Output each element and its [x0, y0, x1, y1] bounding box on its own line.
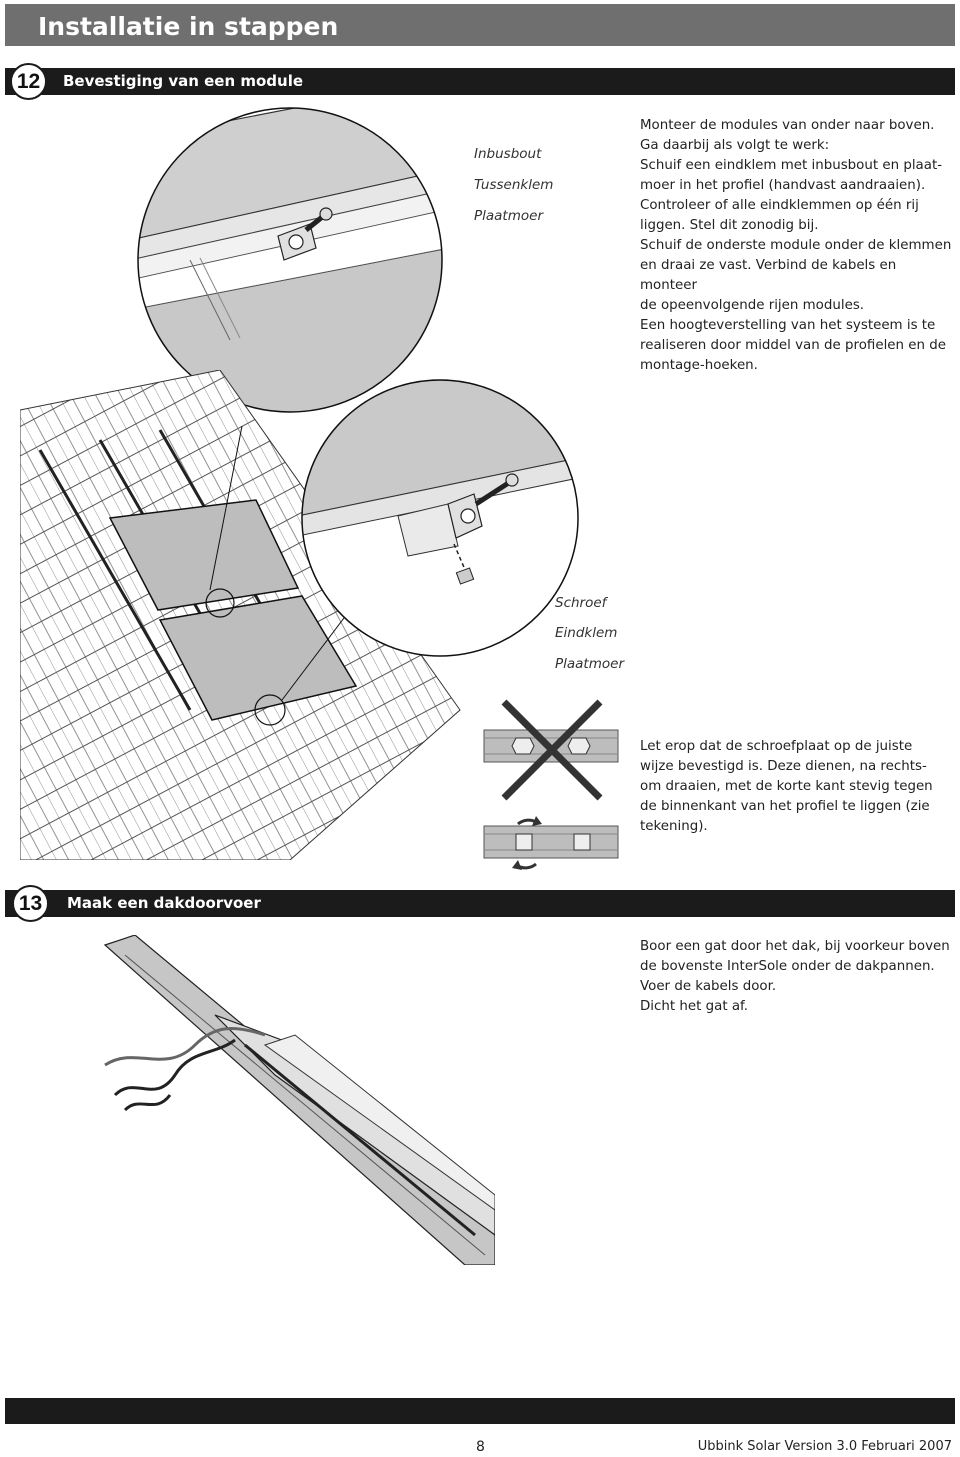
- instruction-line: Controleer of alle eindklemmen op één ri…: [640, 198, 919, 213]
- instruction-line: de opeenvolgende rijen modules.: [640, 298, 865, 313]
- step-13-title: Maak een dakdoorvoer: [67, 894, 261, 912]
- callout-eindklem: Eindklem: [555, 625, 618, 641]
- instruction-line: Een hoogteverstelling van het systeem is…: [640, 318, 936, 333]
- step-12-title: Bevestiging van een module: [63, 72, 304, 90]
- instruction-line: realiseren door middel van de profielen …: [640, 338, 946, 353]
- clamp-detail-illustration: [137, 107, 443, 413]
- instruction-line: moer in het profiel (handvast aandraaien…: [640, 178, 926, 193]
- note-line: de binnenkant van het profiel te liggen …: [640, 799, 930, 814]
- callout-inbusbout: Inbusbout: [474, 146, 542, 162]
- page-title: Installatie in stappen: [38, 12, 339, 41]
- note-line: tekening).: [640, 819, 708, 834]
- footer-text: Ubbink Solar Version 3.0 Februari 2007: [697, 1439, 952, 1454]
- plate-orientation-illustration: [483, 699, 619, 870]
- instruction-line: Dicht het gat af.: [640, 999, 749, 1014]
- instruction-line: montage-hoeken.: [640, 358, 758, 373]
- page-number: 8: [476, 1439, 485, 1455]
- bottom-bar: [5, 1398, 955, 1424]
- page-header: Installatie in stappen: [5, 4, 955, 46]
- instruction-line: Boor een gat door het dak, bij voorkeur …: [640, 939, 950, 954]
- step-13-number: 13: [12, 885, 49, 922]
- note-line: wijze bevestigd is. Deze dienen, na rech…: [640, 759, 927, 774]
- callout-plaatmoer-top: Plaatmoer: [474, 208, 543, 224]
- end-clamp-detail-illustration: [301, 379, 579, 657]
- step-12-note: Let erop dat de schroefplaat op de juist…: [640, 737, 955, 837]
- instruction-line: liggen. Stel dit zonodig bij.: [640, 218, 819, 233]
- step-13-instructions: Boor een gat door het dak, bij voorkeur …: [640, 937, 955, 1017]
- instruction-line: en draai ze vast. Verbind de kabels en m…: [640, 258, 897, 293]
- callout-plaatmoer-bottom: Plaatmoer: [555, 656, 624, 672]
- callout-schroef: Schroef: [555, 595, 607, 611]
- step-12-number: 12: [10, 63, 47, 100]
- step-12-header: Bevestiging van een module: [5, 68, 955, 95]
- step-12-instructions: Monteer de modules van onder naar boven.…: [640, 116, 955, 376]
- instruction-line: Voer de kabels door.: [640, 979, 777, 994]
- instruction-line: Ga daarbij als volgt te werk:: [640, 138, 830, 153]
- instruction-line: Schuif een eindklem met inbusbout en pla…: [640, 158, 943, 173]
- instruction-line: de bovenste InterSole onder de dakpannen…: [640, 959, 935, 974]
- roof-penetration-illustration: [103, 935, 495, 1265]
- note-line: Let erop dat de schroefplaat op de juist…: [640, 739, 913, 754]
- note-line: om draaien, met de korte kant stevig teg…: [640, 779, 933, 794]
- step-13-header: Maak een dakdoorvoer: [5, 890, 955, 917]
- instruction-line: Schuif de onderste module onder de klemm…: [640, 238, 952, 253]
- instruction-line: Monteer de modules van onder naar boven.: [640, 118, 935, 133]
- callout-tussenklem: Tussenklem: [474, 177, 554, 193]
- roof-modules-illustration: [20, 370, 461, 860]
